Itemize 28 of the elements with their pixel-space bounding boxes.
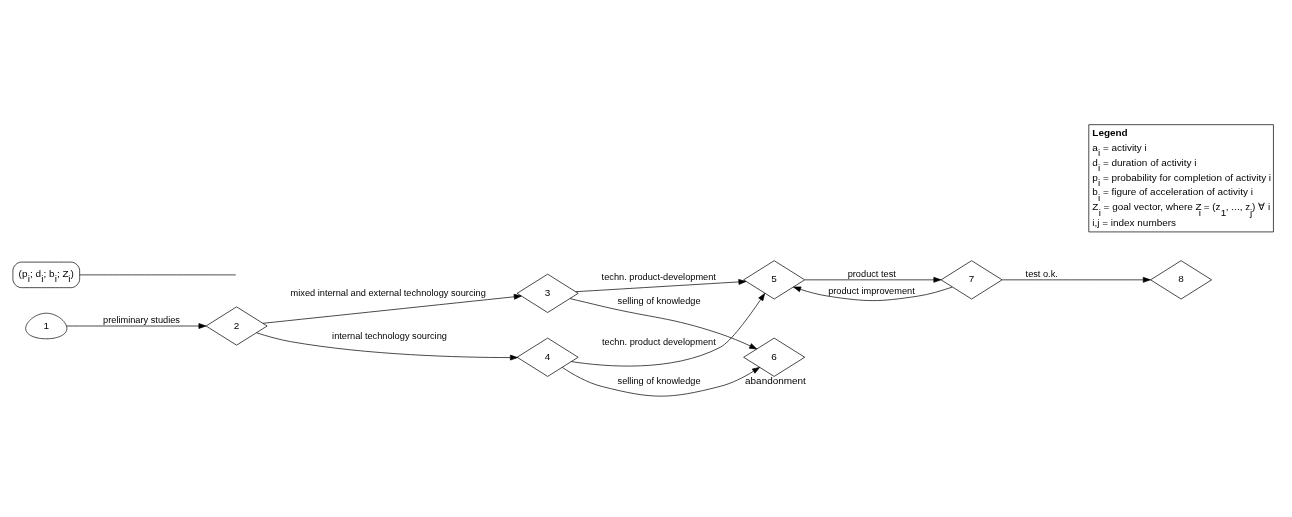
arrow [561,366,760,396]
label: Legend [1092,126,1128,138]
edge-label: test o.k. [1025,268,1058,279]
arrow [575,278,747,292]
edge-label: product improvement [828,285,915,296]
node-diamond: 7 [940,259,1003,299]
node-diamond: 4 [516,337,579,377]
arrow [804,276,942,283]
edge-label: internal technology sourcing [332,330,447,341]
label: i,j = index numbers [1092,216,1177,228]
arrow [793,286,953,301]
arrow [570,292,766,366]
edge-label: product test [847,268,896,279]
arrow [66,322,207,329]
edge-label: techn. product-development [601,271,716,282]
edge-label: mixed internal and external technology sourcing [290,287,486,298]
arrow [256,331,518,360]
edge-label: techn. product development [601,336,716,347]
node-diamond: 2 [205,306,268,346]
edge-label: selling of knowledge [617,295,701,306]
arrow [1002,276,1151,283]
node-diamond: 8 [1150,259,1212,299]
arrow [262,293,522,324]
node-label: abandonment [745,374,806,386]
arrow [569,297,758,349]
edge-label: preliminary studies [103,314,180,325]
node-diamond: 3 [516,273,579,313]
edge-label: selling of knowledge [617,375,701,386]
